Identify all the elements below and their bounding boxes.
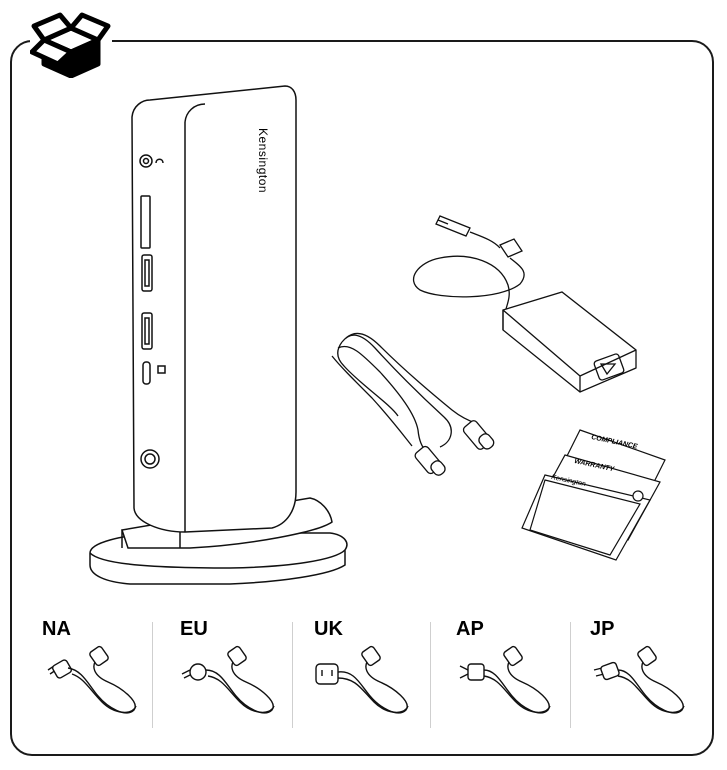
usb-c-cable-icon (331, 332, 495, 476)
region-label: AP (456, 618, 484, 640)
contents-frame (10, 40, 714, 756)
open-box-icon (29, 8, 112, 79)
power-cord-uk: UK (314, 618, 442, 730)
region-label: NA (42, 618, 71, 640)
power-cord-ap: AP (456, 618, 584, 730)
dock-brand-label: Kensington (256, 128, 270, 194)
region-label: EU (180, 618, 208, 640)
power-cord-eu: EU (180, 618, 308, 730)
power-cord-na: NA (42, 618, 170, 730)
power-cord-icon (593, 645, 685, 714)
divider (152, 622, 153, 728)
power-cord-jp: JP (590, 618, 718, 730)
documents-icon (521, 429, 666, 561)
power-cord-icon (181, 645, 275, 714)
region-label: UK (314, 618, 343, 640)
power-cord-icon (315, 645, 409, 714)
power-adapter-icon (413, 215, 637, 393)
power-cord-icon (47, 645, 137, 714)
docking-station-icon (89, 85, 348, 585)
divider (430, 622, 431, 728)
divider (570, 622, 571, 728)
region-label: JP (590, 618, 615, 640)
divider (292, 622, 293, 728)
power-cord-icon (459, 645, 551, 714)
